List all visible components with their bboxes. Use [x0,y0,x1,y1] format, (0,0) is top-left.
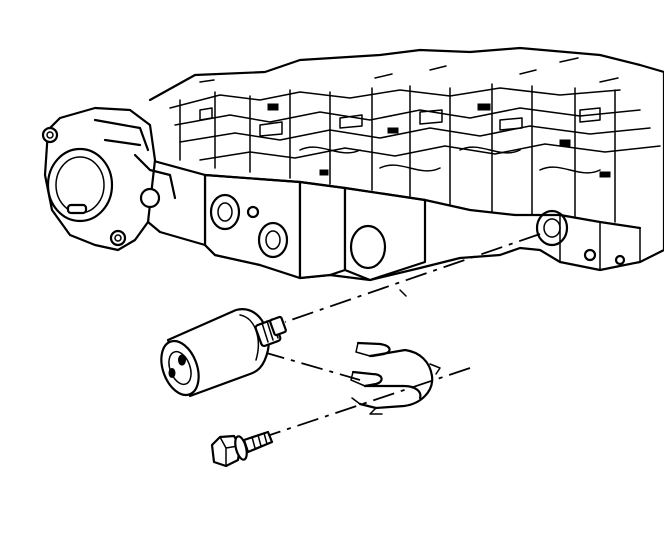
assembly-centerlines [254,233,541,441]
valve-body [146,46,664,282]
retainer-clip [350,341,441,415]
solenoid [160,308,287,398]
bolt [210,430,274,468]
side-housing [41,106,177,252]
